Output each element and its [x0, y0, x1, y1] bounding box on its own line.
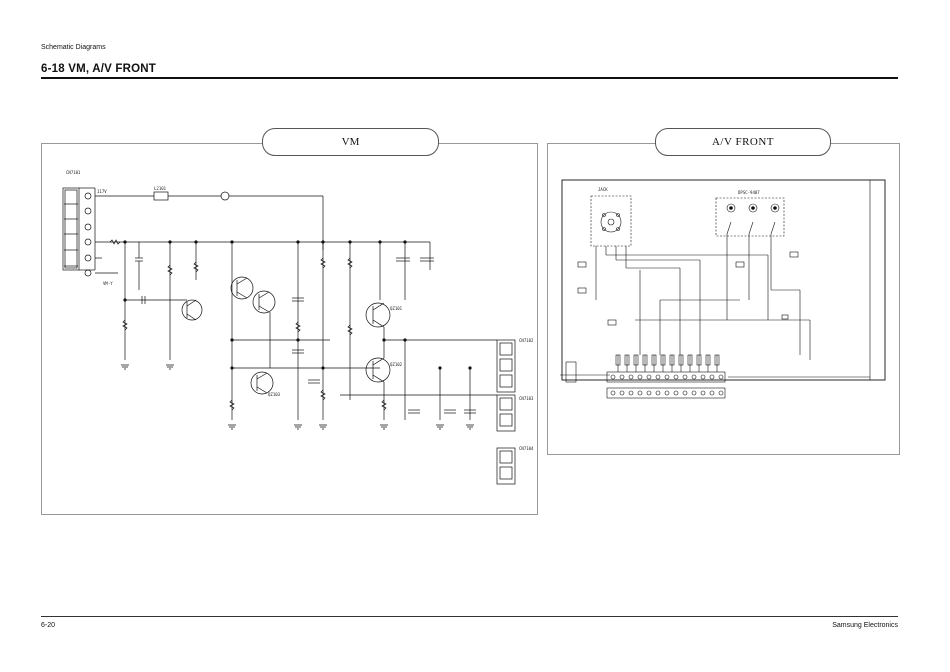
label-l2101: L2101 — [154, 186, 167, 191]
label-qz101: QZ101 — [390, 306, 403, 311]
label-cn7101: CN7101 — [66, 170, 81, 175]
brand-name: Samsung Electronics — [832, 622, 898, 629]
label-cn7103: CN7103 — [519, 396, 534, 401]
vm-circuit — [62, 187, 516, 485]
vm-input-connector — [62, 187, 80, 271]
label-qz102: QZ102 — [390, 362, 403, 367]
label-117v: 117V — [97, 189, 107, 194]
vm-schematic-panel — [41, 143, 538, 515]
page-number: 6-20 — [41, 622, 56, 629]
av-connector-row — [606, 354, 726, 399]
av-front-panel-label: A/V FRONT — [655, 128, 831, 156]
vm-labels: CN7101 117V L2101 VM-Y QZ101 QZ102 QZ103… — [66, 170, 534, 451]
label-jack: JACK — [598, 187, 608, 192]
title-rule — [41, 77, 898, 79]
connector-pins — [64, 192, 92, 277]
av-board-outline — [561, 179, 886, 381]
label-dpsc: DPSC-9407 — [738, 190, 760, 195]
label-cn7102: CN7102 — [519, 338, 534, 343]
section-header: Schematic Diagrams — [41, 44, 106, 51]
vm-output-connector-2 — [496, 394, 516, 432]
vm-output-connector-3 — [496, 447, 516, 485]
av-rca-block — [715, 197, 785, 237]
footer-rule — [41, 616, 898, 617]
label-cn7104: CN7104 — [519, 446, 534, 451]
av-ground-connector — [565, 361, 577, 383]
av-jack-block — [590, 195, 632, 247]
av-labels: JACK DPSC-9407 — [598, 187, 760, 195]
page-title: 6-18 VM, A/V FRONT — [41, 63, 156, 75]
av-front-schematic-panel — [547, 143, 900, 455]
av-circuit — [560, 179, 886, 399]
label-qz103: QZ103 — [268, 392, 281, 397]
label-vm-y: VM-Y — [103, 281, 113, 286]
vm-output-connector-1 — [496, 339, 516, 393]
vm-panel-label: VM — [262, 128, 439, 156]
